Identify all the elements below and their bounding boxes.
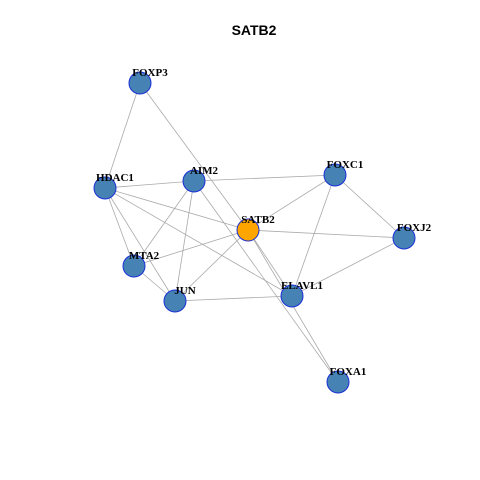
edge-hdac1-jun bbox=[104, 187, 176, 302]
edge-foxj2-elavl1 bbox=[291, 237, 405, 297]
node-label-foxj2: FOXJ2 bbox=[397, 222, 432, 234]
node-circle-foxj2 bbox=[392, 226, 416, 250]
edge-hdac1-elavl1 bbox=[104, 187, 293, 297]
node-foxa1: FOXA1 bbox=[326, 366, 367, 394]
edge-aim2-jun bbox=[174, 180, 195, 302]
node-label-foxa1: FOXA1 bbox=[330, 366, 367, 378]
node-circle-mta2 bbox=[122, 254, 146, 278]
edge-jun-elavl1 bbox=[174, 295, 293, 302]
node-jun: JUN bbox=[163, 285, 196, 313]
node-foxj2: FOXJ2 bbox=[392, 222, 432, 250]
node-label-hdac1: HDAC1 bbox=[96, 172, 134, 184]
node-label-foxp3: FOXP3 bbox=[132, 67, 168, 79]
node-circle-foxp3 bbox=[128, 71, 152, 95]
node-label-elavl1: ELAVL1 bbox=[281, 280, 323, 292]
edge-satb2-jun bbox=[174, 229, 249, 302]
edge-satb2-mta2 bbox=[133, 229, 249, 267]
node-circle-hdac1 bbox=[93, 176, 117, 200]
edge-satb2-elavl1 bbox=[247, 229, 293, 297]
node-label-satb2: SATB2 bbox=[241, 214, 275, 226]
node-hdac1: HDAC1 bbox=[93, 172, 134, 200]
node-foxp3: FOXP3 bbox=[128, 67, 168, 95]
node-label-foxc1: FOXC1 bbox=[327, 159, 364, 171]
edge-hdac1-aim2 bbox=[104, 180, 195, 189]
node-label-jun: JUN bbox=[174, 285, 195, 297]
edge-aim2-foxa1 bbox=[193, 180, 339, 383]
edge-foxc1-satb2 bbox=[247, 174, 336, 231]
node-label-mta2: MTA2 bbox=[129, 250, 160, 262]
edge-aim2-foxc1 bbox=[193, 174, 336, 182]
edge-foxc1-foxj2 bbox=[334, 174, 405, 239]
node-circle-satb2 bbox=[236, 218, 260, 242]
edge-aim2-mta2 bbox=[133, 180, 195, 267]
edge-foxp3-satb2 bbox=[139, 82, 249, 231]
node-foxc1: FOXC1 bbox=[323, 159, 364, 187]
edge-foxp3-hdac1 bbox=[104, 82, 141, 189]
node-satb2: SATB2 bbox=[236, 214, 275, 242]
node-mta2: MTA2 bbox=[122, 250, 160, 278]
edge-foxc1-elavl1 bbox=[291, 174, 336, 297]
edges-layer bbox=[104, 82, 405, 383]
node-circle-foxa1 bbox=[326, 370, 350, 394]
diagram-title: SATB2 bbox=[232, 22, 277, 38]
node-circle-aim2 bbox=[182, 169, 206, 193]
node-elavl1: ELAVL1 bbox=[280, 280, 323, 308]
node-circle-elavl1 bbox=[280, 284, 304, 308]
node-circle-jun bbox=[163, 289, 187, 313]
edge-hdac1-satb2 bbox=[104, 187, 249, 231]
edge-satb2-foxj2 bbox=[247, 229, 405, 239]
node-circle-foxc1 bbox=[323, 163, 347, 187]
edge-hdac1-mta2 bbox=[104, 187, 135, 267]
node-aim2: AIM2 bbox=[182, 165, 219, 193]
node-label-aim2: AIM2 bbox=[190, 165, 219, 177]
